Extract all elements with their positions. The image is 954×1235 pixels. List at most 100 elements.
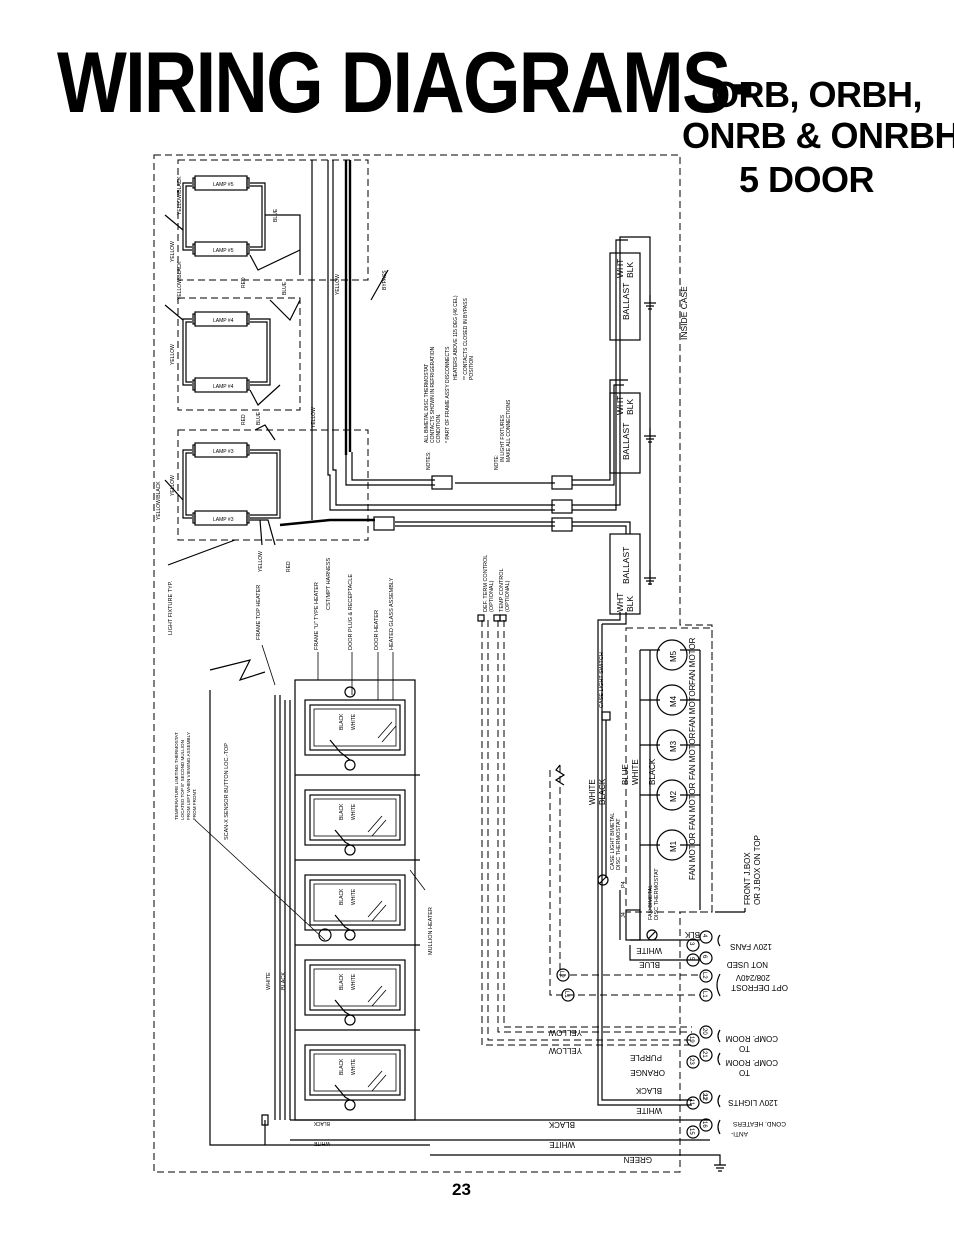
case-light-bimetal-label: CASE LIGHT BIMETAL — [610, 813, 616, 870]
motor-id: M1 — [669, 840, 678, 852]
black-wire-label: BLACK — [281, 972, 287, 990]
notes-line: CONDITION. — [436, 414, 442, 443]
wire-white-label: WHITE — [631, 759, 640, 785]
lamp-label: LAMP #5 — [213, 182, 234, 188]
wire-label: YELLOW/BLACK — [156, 481, 162, 520]
title-models-line2: ONRB & ONRBH — [682, 115, 954, 156]
wire-label: BLUE — [256, 411, 262, 425]
ballast-wht: WHT — [615, 396, 625, 415]
wire-label: RED — [286, 561, 292, 572]
wire-green-label: GREEN — [623, 1155, 652, 1164]
wire-white-label: WHITE — [588, 779, 597, 805]
motor-id: M3 — [669, 740, 678, 752]
notes-label: NOTES: — [426, 451, 432, 470]
wire-label: BYPASS — [382, 270, 388, 290]
frame-top-heater-label: FRAME TOP HEATER — [256, 585, 262, 640]
light-fixture-label: LIGHT FIXTURE TYP. — [168, 580, 174, 635]
lamp-label: LAMP #3 — [213, 517, 234, 523]
terminal-number: L1 — [701, 991, 707, 998]
terminal-number: 5 — [688, 957, 694, 961]
lamp-label: LAMP #4 — [213, 384, 234, 390]
terminal-number: 6 — [701, 955, 707, 959]
motor-label: FAN MOTOR — [688, 732, 697, 780]
temp-limit-label: TEMPERATURE LIMITING THERMOSTAT — [174, 732, 179, 820]
title-models-line3: 5 DOOR — [739, 159, 875, 200]
wire-purple-label: PURPLE — [630, 1053, 662, 1062]
white-wire-label: WHITE — [266, 972, 272, 990]
def-term-label: DEF. TERM CONTROL — [483, 555, 489, 612]
notes-line: CONTACTS SHOWN IN REFRIGERATION — [430, 346, 436, 443]
lamp-label: LAMP #4 — [213, 318, 234, 324]
door-wire-white: WHITE — [351, 888, 357, 905]
fans-120v-label: 120V FANS — [730, 942, 772, 951]
page-number: 23 — [452, 1180, 471, 1199]
leader-lines — [194, 644, 426, 941]
wire-label: YELLOW — [311, 407, 317, 428]
wire-blk-label: BLK — [684, 930, 700, 939]
wire-blue-label: BLUE — [639, 960, 660, 969]
notes-line: POSITION — [469, 356, 475, 380]
lamp-label: LAMP #5 — [213, 248, 234, 254]
terminal-number: 21 — [701, 1051, 707, 1058]
wire-label: RED — [241, 414, 247, 425]
ballast-blk: BLK — [625, 399, 635, 415]
terminal-number: 22 — [701, 1093, 707, 1100]
ballast-wht: WHT — [615, 593, 625, 612]
p4-label: P4 — [621, 881, 627, 888]
terminal-number: 23 — [688, 1058, 694, 1065]
wire-label: YELLOW/BLACK — [177, 261, 183, 300]
lights-120v-label: 120V LIGHTS — [728, 1098, 778, 1107]
wire-white-label: WHITE — [549, 1140, 575, 1149]
ballast-wiring — [572, 236, 651, 1100]
wire-orange-label: ORANGE — [630, 1068, 665, 1077]
motor-id: M2 — [669, 790, 678, 802]
notes-line: HEATERS ABOVE 115 DEG (46 CEL) — [453, 295, 459, 380]
wire-label: BLUE — [282, 281, 288, 295]
notes-line: ** CONTACTS CLOSED IN BYPASS — [463, 298, 469, 380]
mullion-heater-label: MULLION HEATER — [428, 907, 434, 955]
not-used-label: NOT USED — [727, 960, 768, 969]
disc-thermostat-label: DISC THERMOSTAT — [654, 868, 660, 920]
wire-label: YELLOW/BLACK — [177, 176, 183, 215]
opt-defrost-label: OPT DEFROST — [731, 983, 788, 992]
fan-bimetal-label: FAN BIMETAL — [648, 885, 654, 920]
terminal-number: 19 — [688, 1036, 694, 1043]
terminal-number: 20 — [701, 1028, 707, 1035]
door-wire-white: WHITE — [351, 803, 357, 820]
wire-label: YELLOW — [170, 241, 176, 262]
ballast-group — [609, 252, 656, 615]
terminal-number: 4 — [701, 934, 707, 938]
terminal-number: L2 — [701, 972, 707, 979]
ballast-label: BALLAST — [621, 423, 631, 460]
ballast-label: BALLAST — [621, 283, 631, 320]
power-wiring — [290, 624, 726, 1172]
terminal-number: 3 — [688, 942, 694, 946]
door-glass-panels — [304, 699, 406, 1101]
door-wire-white: WHITE — [351, 1058, 357, 1075]
title-models-line1: ORB, ORBH, — [711, 74, 923, 115]
jbox-label: FRONT J.BOX — [743, 852, 752, 905]
terminal-number: 11 — [688, 1099, 694, 1106]
wire-label: YELLOW — [335, 274, 341, 295]
wire-white-label: WHITE — [636, 946, 662, 955]
wire-blue-label: BLUE — [621, 764, 630, 785]
to-label: TO — [739, 1044, 750, 1053]
fan-motor-group — [656, 639, 688, 861]
door-plugs — [318, 686, 356, 1111]
door-heater-label: DOOR HEATER — [374, 610, 380, 650]
wire-black-label: BLACK — [548, 1120, 575, 1129]
disc-thermostat-label: DISC THERMOSTAT — [616, 818, 622, 870]
wire-black-label: BLACK — [313, 1120, 330, 1126]
ballast-blk: BLK — [625, 596, 635, 612]
title-main: WIRING DIAGRAMS- — [57, 35, 754, 131]
door-wire-white: WHITE — [351, 973, 357, 990]
control-wiring — [477, 614, 700, 1046]
lamp-group — [192, 175, 250, 526]
motor-label: FAN MOTOR — [688, 832, 697, 880]
light-fixture-mid — [177, 297, 301, 411]
jbox-label: OR J.BOX ON TOP — [753, 835, 762, 905]
fixture-wiring — [164, 182, 301, 566]
notes-label-2: NOTE: — [494, 455, 500, 470]
lamp-label: LAMP #3 — [213, 449, 234, 455]
